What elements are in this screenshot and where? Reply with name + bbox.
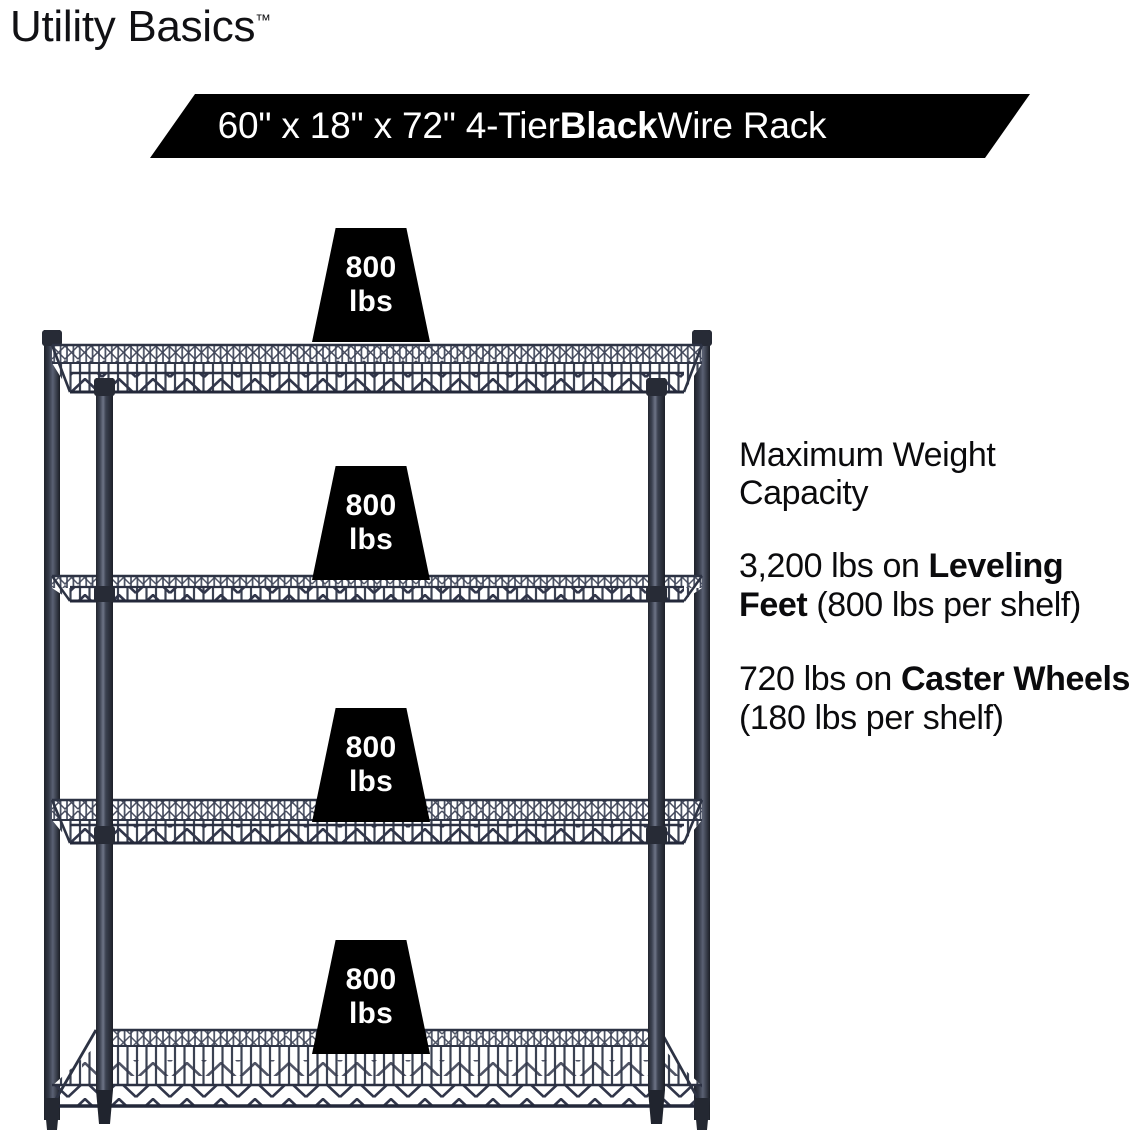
- badge-unit: lbs: [349, 997, 393, 1030]
- rack-post-back-right: [692, 330, 712, 1120]
- badge-value: 800: [345, 251, 397, 284]
- wire-rack-illustration: [42, 330, 712, 1130]
- rack-post-front-right: [646, 378, 667, 1090]
- rack-svg: [42, 330, 712, 1130]
- banner-text-tail: Wire Rack: [657, 105, 827, 146]
- badge-value: 800: [345, 489, 397, 522]
- rack-post-front-left: [94, 378, 115, 1090]
- caster-lead: 720 lbs on: [739, 659, 901, 698]
- capacity-badge-tier-3: 800 lbs: [312, 708, 430, 822]
- caster-bold: Caster Wheels: [900, 659, 1131, 698]
- capacity-heading-line2: Capacity: [739, 474, 869, 513]
- capacity-badge-tier-4: 800 lbs: [312, 940, 430, 1054]
- rack-shelf-tier-4: [50, 1028, 704, 1108]
- leveling-tail: (800 lbs per shelf): [807, 586, 1081, 625]
- badge-text: 800 lbs: [312, 708, 430, 822]
- badge-text: 800 lbs: [312, 228, 430, 342]
- badge-value: 800: [345, 963, 397, 996]
- capacity-badge-tier-1: 800 lbs: [312, 228, 430, 342]
- caster-tail: (180 lbs per shelf): [739, 699, 1004, 738]
- badge-value: 800: [345, 731, 397, 764]
- brand-name: Utility Basics: [10, 2, 256, 51]
- capacity-heading: Maximum Weight Capacity: [739, 436, 1133, 513]
- rack-leveling-foot-front-left: [96, 1090, 113, 1124]
- badge-text: 800 lbs: [312, 940, 430, 1054]
- caster-wheels-capacity: 720 lbs on Caster Wheels (180 lbs per sh…: [739, 660, 1133, 739]
- leveling-lead: 3,200 lbs on: [739, 546, 929, 585]
- rack-leveling-foot-front-right: [648, 1090, 665, 1124]
- badge-text: 800 lbs: [312, 466, 430, 580]
- leveling-feet-capacity: 3,200 lbs on Leveling Feet (800 lbs per …: [739, 547, 1133, 626]
- banner-title-text: 60" x 18" x 72" 4-Tier Black Wire Rack: [0, 94, 1030, 158]
- capacity-heading-line1: Maximum Weight: [739, 436, 996, 474]
- product-title-banner: 60" x 18" x 72" 4-Tier Black Wire Rack: [0, 94, 1030, 158]
- rack-shelf-tier-1: [50, 343, 704, 394]
- badge-unit: lbs: [349, 765, 393, 798]
- rack-leveling-foot-back-right: [694, 1098, 710, 1130]
- banner-text-lead: 60" x 18" x 72" 4-Tier: [217, 105, 560, 146]
- rack-leveling-foot-back-left: [44, 1098, 60, 1130]
- badge-unit: lbs: [349, 523, 393, 556]
- trademark-symbol: ™: [255, 12, 272, 30]
- rack-post-back-left: [42, 330, 62, 1120]
- capacity-badge-tier-2: 800 lbs: [312, 466, 430, 580]
- brand-title: Utility Basics™: [10, 2, 271, 52]
- badge-unit: lbs: [349, 285, 393, 318]
- banner-background-shape: [150, 94, 1030, 158]
- leveling-bold: Leveling Feet: [739, 546, 1064, 625]
- capacity-copy-block: Maximum Weight Capacity 3,200 lbs on Lev…: [739, 436, 1133, 739]
- banner-text-bold: Black: [559, 105, 658, 146]
